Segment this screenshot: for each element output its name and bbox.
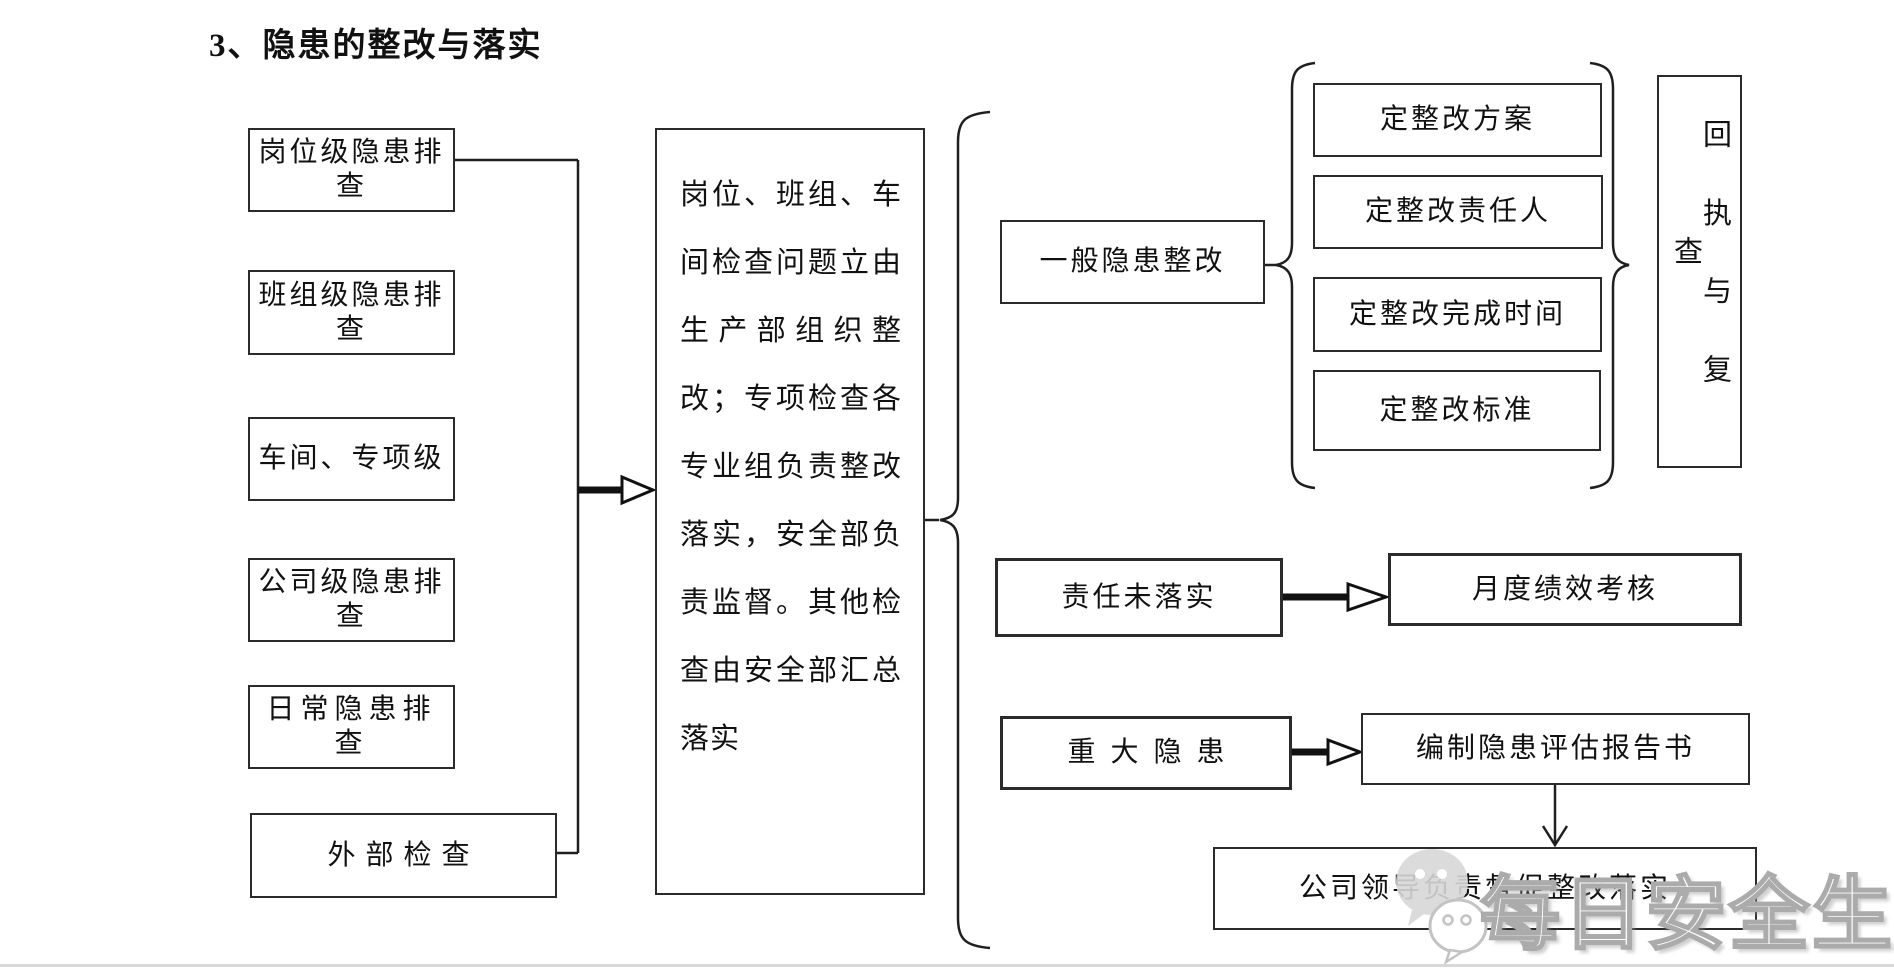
general-rectification-label: 一般隐患整改 xyxy=(1039,246,1226,278)
process-box: 岗位、班组、车间检查问题立由生产部组织整改；专项检查各专业组负责整改落实，安全部… xyxy=(655,128,925,895)
left-box-company-level: 公司级隐患排查 xyxy=(248,558,455,642)
actions-left-brace xyxy=(1275,61,1316,490)
big-curly-brace xyxy=(939,110,991,950)
actions-right-brace xyxy=(1589,61,1630,490)
general-rectification-box: 一般隐患整改 xyxy=(1000,220,1265,304)
unfulfilled-label: 责任未落实 xyxy=(1061,581,1217,613)
arrow-major-to-report xyxy=(1292,737,1365,767)
receipt-review-box: 回执与复查 xyxy=(1657,75,1742,468)
receipt-review-label: 回执与复查 xyxy=(1669,118,1731,433)
major-hazard-box: 重大隐患 xyxy=(1000,716,1292,790)
action-box-standard: 定整改标准 xyxy=(1313,370,1601,451)
monthly-assessment-label: 月度绩效考核 xyxy=(1471,573,1658,605)
left-box-label: 公司级隐患排查 xyxy=(258,567,445,632)
left-group-bracket xyxy=(455,158,580,855)
arrow-left-to-process xyxy=(578,474,657,506)
action-label: 定整改方案 xyxy=(1379,104,1535,136)
left-box-external: 外部检查 xyxy=(250,813,557,898)
arrow-head xyxy=(1346,581,1391,613)
action-box-plan: 定整改方案 xyxy=(1313,83,1602,157)
report-label: 编制隐患评估报告书 xyxy=(1415,733,1695,765)
left-box-label: 班组级隐患排查 xyxy=(258,279,445,345)
left-box-label: 日常隐患排查 xyxy=(266,694,437,759)
action-box-responsible: 定整改责任人 xyxy=(1313,175,1603,249)
major-hazard-label: 重大隐患 xyxy=(1067,737,1240,769)
page-title: 3、隐患的整改与落实 xyxy=(209,28,543,64)
action-label: 定整改完成时间 xyxy=(1348,298,1566,330)
arrow-head xyxy=(1541,825,1569,848)
arrow-head xyxy=(620,474,657,506)
action-box-deadline: 定整改完成时间 xyxy=(1313,277,1602,352)
page-bottom-rule xyxy=(0,964,1894,967)
arrow-head xyxy=(1326,737,1365,767)
left-box-workshop-level: 车间、专项级 xyxy=(248,417,455,501)
action-label: 定整改责任人 xyxy=(1364,196,1551,228)
left-box-label: 车间、专项级 xyxy=(258,443,445,475)
arrow-unfulfilled-to-assessment xyxy=(1283,581,1391,613)
report-box: 编制隐患评估报告书 xyxy=(1361,713,1750,785)
unfulfilled-box: 责任未落实 xyxy=(995,558,1283,637)
left-box-daily: 日常隐患排查 xyxy=(248,685,455,769)
final-responsibility-box: 公司领导负责督促整改落实 xyxy=(1213,847,1757,930)
left-box-label: 外部检查 xyxy=(327,839,480,871)
final-responsibility-label: 公司领导负责督促整改落实 xyxy=(1298,872,1671,904)
left-box-label: 岗位级隐患排查 xyxy=(258,137,445,202)
left-box-team-level: 班组级隐患排查 xyxy=(248,270,455,355)
arrow-report-to-final xyxy=(1541,785,1569,848)
monthly-assessment-box: 月度绩效考核 xyxy=(1388,553,1742,626)
left-box-post-level: 岗位级隐患排查 xyxy=(248,128,455,212)
action-label: 定整改标准 xyxy=(1379,394,1535,426)
